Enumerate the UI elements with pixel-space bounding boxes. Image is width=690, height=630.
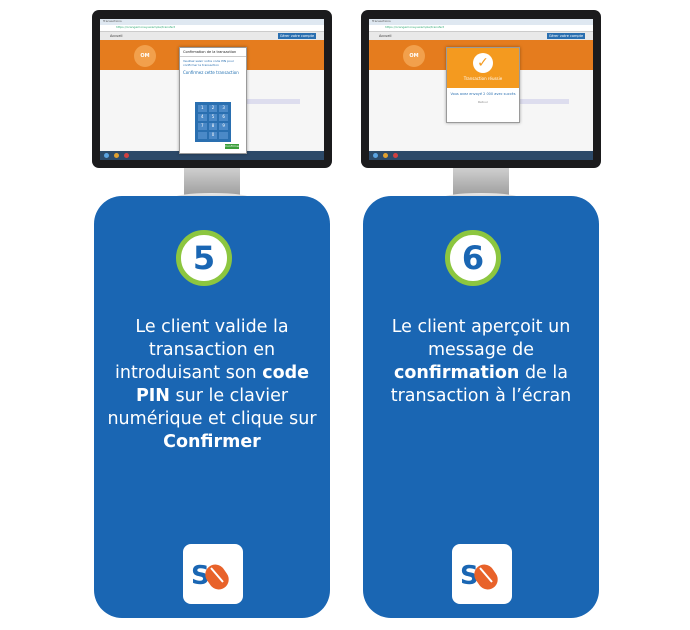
keypad-key[interactable]: 5 xyxy=(208,114,218,121)
site-nav: Accueil Gérer votre compte xyxy=(369,32,593,40)
browser-tab[interactable]: Transactions xyxy=(103,19,122,23)
pin-keypad: 1 2 3 4 5 6 7 8 9 0 xyxy=(195,102,231,142)
folder-icon[interactable] xyxy=(383,153,388,158)
keypad-key[interactable]: 1 xyxy=(198,105,207,112)
dialog-link[interactable]: Confirmez cette transaction xyxy=(183,70,239,75)
address-bar[interactable]: https://orangemoney.example/transfert xyxy=(100,25,324,32)
caption-bold: code PIN xyxy=(135,363,310,406)
svg-text:S: S xyxy=(460,561,479,591)
confirm-button[interactable]: Confirmer xyxy=(225,144,240,149)
keypad-key[interactable]: 8 xyxy=(208,123,218,130)
monitor: Transactions https://orangemoney.example… xyxy=(361,10,601,168)
keypad-key[interactable] xyxy=(219,132,228,139)
step-6-panel: Transactions https://orangemoney.example… xyxy=(361,0,601,630)
step-caption: Le client aperçoit un message de confirm… xyxy=(373,316,589,408)
browser-tab-bar: Transactions xyxy=(100,19,324,25)
checkmark-icon: ✓ xyxy=(473,53,493,73)
step-number: 6 xyxy=(461,239,485,277)
browser-icon[interactable] xyxy=(393,153,398,158)
brand-logo-icon: OM xyxy=(403,45,425,67)
manage-account-button[interactable]: Gérer votre compte xyxy=(278,33,316,39)
step-badge xyxy=(445,230,501,286)
caption-text: sur le clavier numérique et clique sur xyxy=(107,386,317,429)
svg-text:S: S xyxy=(191,561,210,591)
keypad-key[interactable]: 3 xyxy=(219,105,228,112)
start-icon[interactable] xyxy=(373,153,378,158)
taskbar xyxy=(369,151,593,160)
keypad-key[interactable]: 4 xyxy=(198,114,207,121)
step-badge xyxy=(176,230,232,286)
pin-dialog: Confirmation de la transaction Veuillez … xyxy=(179,47,247,154)
back-link[interactable]: Retour xyxy=(478,100,488,104)
keypad-key[interactable] xyxy=(198,132,207,139)
keypad-key[interactable]: 7 xyxy=(198,123,207,130)
nav-home-link[interactable]: Accueil xyxy=(379,34,392,38)
success-dialog: ✓ Transaction réussie Vous avez envoyé 2… xyxy=(446,47,520,123)
address-url: https://orangemoney.example/transfert xyxy=(385,25,445,29)
dialog-text: Veuillez saisir votre code PIN pour conf… xyxy=(183,59,234,67)
dialog-text: Vous avez envoyé 2 000 avec succès xyxy=(450,92,516,96)
browser-tab-bar: Transactions xyxy=(369,19,593,25)
keypad-key[interactable]: 6 xyxy=(219,114,228,121)
dialog-title: Confirmation de la transaction xyxy=(180,48,246,57)
site-nav: Accueil Gérer votre compte xyxy=(100,32,324,40)
folder-icon[interactable] xyxy=(114,153,119,158)
nav-home-link[interactable]: Accueil xyxy=(110,34,123,38)
keypad-key[interactable]: 2 xyxy=(208,105,218,112)
monitor: Transactions https://orangemoney.example… xyxy=(92,10,332,168)
browser-tab[interactable]: Transactions xyxy=(372,19,391,23)
success-header: ✓ Transaction réussie xyxy=(447,48,519,88)
keypad-key[interactable]: 9 xyxy=(219,123,228,130)
start-icon[interactable] xyxy=(104,153,109,158)
browser-icon[interactable] xyxy=(124,153,129,158)
address-url: https://orangemoney.example/transfert xyxy=(116,25,176,29)
taskbar xyxy=(100,151,324,160)
mouse-logo-icon: S xyxy=(183,544,243,604)
monitor-screen: Transactions https://orangemoney.example… xyxy=(100,19,324,160)
step-5-panel: Transactions https://orangemoney.example… xyxy=(92,0,332,630)
caption-bold: confirmation xyxy=(394,363,520,383)
manage-account-button[interactable]: Gérer votre compte xyxy=(547,33,585,39)
dialog-title: Transaction réussie xyxy=(463,76,503,81)
monitor-screen: Transactions https://orangemoney.example… xyxy=(369,19,593,160)
caption-bold: Confirmer xyxy=(163,432,261,452)
caption-text: de la transaction à l’écran xyxy=(390,363,572,406)
step-card: 6 Le client aperçoit un message de confi… xyxy=(363,196,599,618)
step-card: 5 Le client valide la transaction en int… xyxy=(94,196,330,618)
caption-text: Le client aperçoit un message de xyxy=(391,317,571,360)
keypad-key[interactable]: 0 xyxy=(208,132,218,139)
step-caption: Le client valide la transaction en intro… xyxy=(104,316,320,454)
caption-text: Le client valide la transaction en intro… xyxy=(114,317,289,383)
mouse-logo-icon: S xyxy=(452,544,512,604)
address-bar[interactable]: https://orangemoney.example/transfert xyxy=(369,25,593,32)
step-number: 5 xyxy=(192,239,216,277)
brand-logo-icon: OM xyxy=(134,45,156,67)
